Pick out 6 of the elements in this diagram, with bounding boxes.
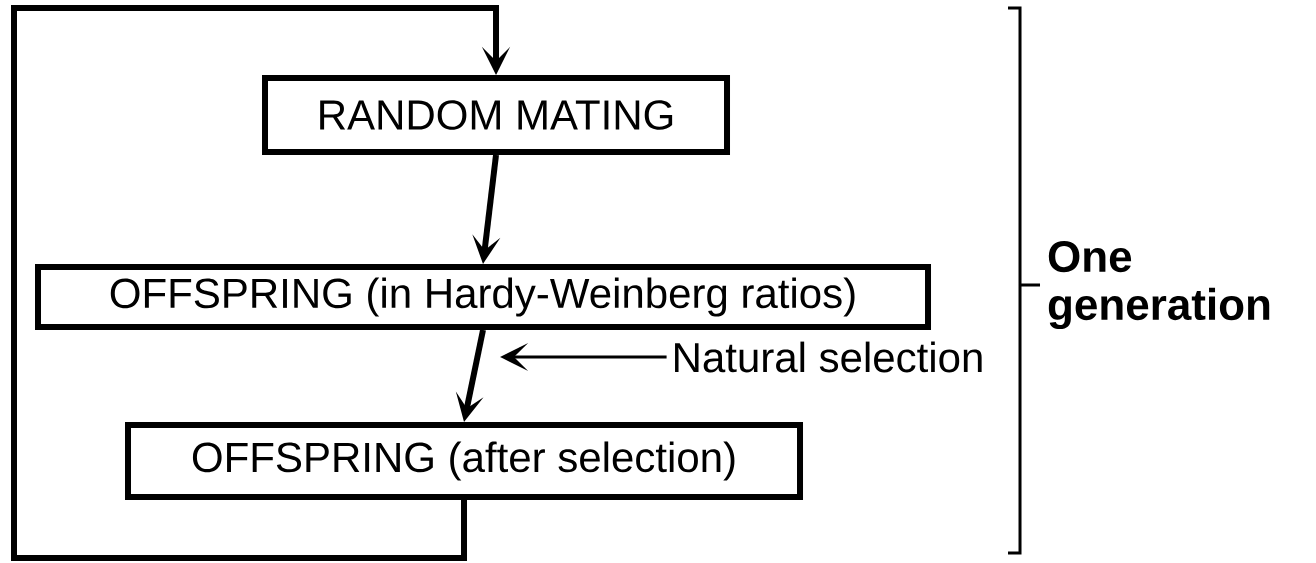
- annotation-text: Natural selection: [675, 341, 982, 373]
- arrow: [11, 5, 511, 561]
- process-box: OFFSPRING (after selection): [125, 422, 803, 500]
- process-box: OFFSPRING (in Hardy-Weinberg ratios): [35, 264, 931, 330]
- process-box: RANDOM MATING: [262, 75, 730, 155]
- bracket-label: One generation: [1048, 240, 1270, 329]
